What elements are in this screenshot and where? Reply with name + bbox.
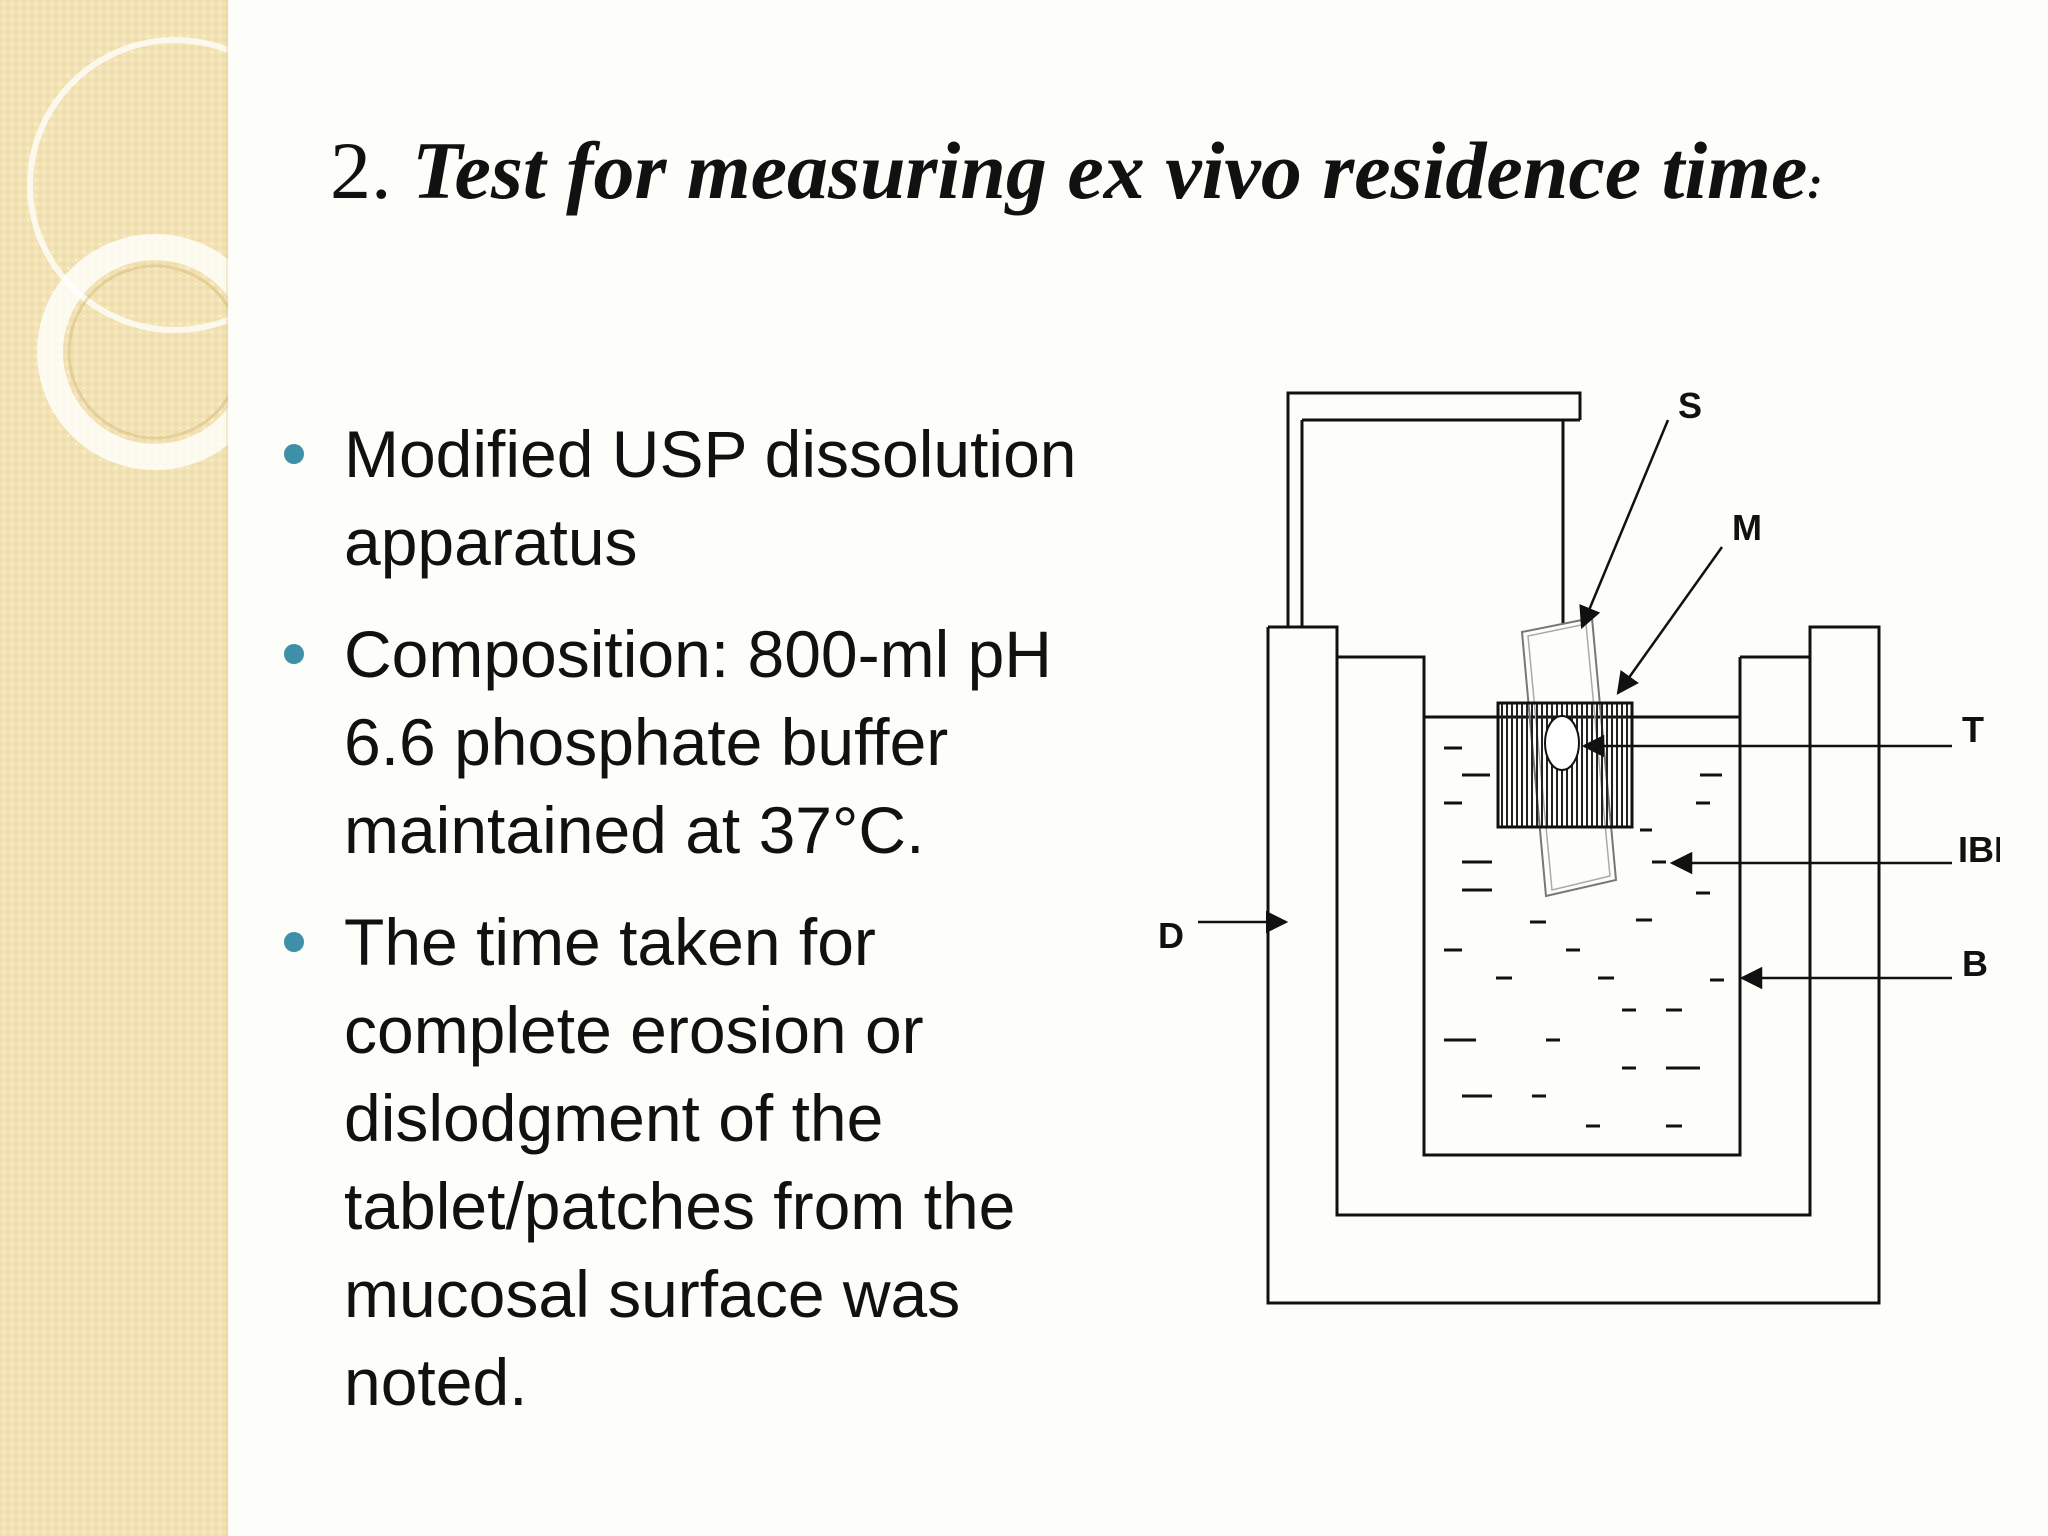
title-number: 2.: [330, 125, 392, 216]
bullet-text: The time taken for complete erosion or d…: [344, 905, 1016, 1419]
bullet-item: Composition: 800-ml pH 6.6 phosphate buf…: [282, 610, 1142, 874]
stand-frame: [1286, 391, 1582, 627]
label-b: B: [1962, 943, 1988, 984]
slide-title: 2. Test for measuring ex vivo residence …: [330, 130, 1823, 212]
buffer-medium: [1444, 746, 1724, 1128]
label-s: S: [1678, 385, 1702, 426]
bullet-item: The time taken for complete erosion or d…: [282, 898, 1142, 1426]
label-ibp: IBP: [1958, 829, 2000, 870]
label-m: M: [1732, 507, 1762, 548]
bullet-dot-icon: [284, 932, 304, 952]
bullet-dot-icon: [284, 444, 304, 464]
panel-divider: [226, 0, 229, 1536]
label-arrows: [1198, 419, 1952, 990]
label-t: T: [1962, 709, 1984, 750]
tablet: [1544, 715, 1580, 771]
title-colon: :: [1807, 157, 1823, 208]
decorative-rings: [27, 37, 228, 470]
bullet-text: Modified USP dissolution apparatus: [344, 417, 1077, 579]
decorative-side-panel: [0, 0, 228, 1536]
bullet-text: Composition: 800-ml pH 6.6 phosphate buf…: [344, 617, 1052, 867]
beaker: [1422, 657, 1742, 1157]
bullet-item: Modified USP dissolution apparatus: [282, 410, 1142, 586]
label-d: D: [1158, 915, 1184, 956]
bullet-dot-icon: [284, 644, 304, 664]
title-text: Test for measuring ex vivo residence tim…: [412, 125, 1808, 216]
bullet-list: Modified USP dissolution apparatus Compo…: [282, 410, 1142, 1450]
dissolution-apparatus-diagram: S M T IBP B D: [1158, 385, 2000, 1305]
